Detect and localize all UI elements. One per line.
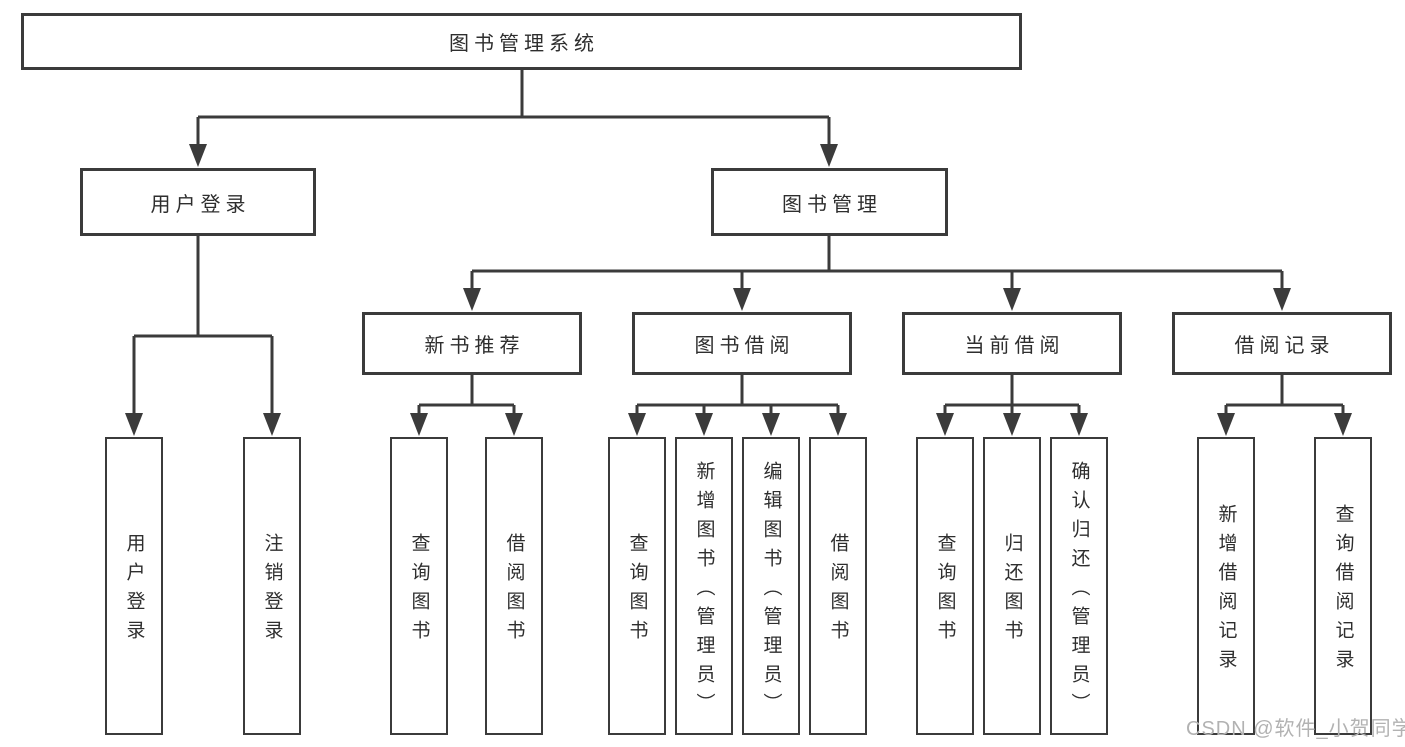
arrowhead-icon xyxy=(829,413,847,436)
leaf-node-query-borrow-record: 查询借阅记录 xyxy=(1314,437,1372,735)
leaf-label: 确认归还（管理员） xyxy=(1068,460,1090,722)
node-label: 图书借阅 xyxy=(694,335,795,357)
arrow-heads xyxy=(125,144,1352,436)
arrowhead-icon xyxy=(733,288,751,311)
leaf-label: 查询图书 xyxy=(934,533,956,649)
leaf-label: 借阅图书 xyxy=(827,533,849,649)
node-book-management: 图书管理 xyxy=(711,168,948,236)
arrowhead-icon xyxy=(762,413,780,436)
leaf-node-query-books-current: 查询图书 xyxy=(916,437,974,735)
node-library-management-system: 图书管理系统 xyxy=(21,13,1022,70)
leaf-node-borrow-books: 借阅图书 xyxy=(809,437,867,735)
node-label: 新书推荐 xyxy=(424,335,525,357)
leaf-node-query-books-recommend: 查询图书 xyxy=(390,437,448,735)
node-label: 用户登录 xyxy=(150,193,251,216)
node-book-borrowing: 图书借阅 xyxy=(632,312,852,375)
arrowhead-icon xyxy=(189,144,207,167)
leaf-node-logout: 注销登录 xyxy=(243,437,301,735)
leaf-node-add-book-admin: 新增图书（管理员） xyxy=(675,437,733,735)
arrowhead-icon xyxy=(1003,288,1021,311)
leaf-label: 用户登录 xyxy=(123,533,145,649)
arrowhead-icon xyxy=(936,413,954,436)
arrowhead-icon xyxy=(1003,413,1021,436)
arrowhead-icon xyxy=(695,413,713,436)
leaf-label: 新增图书（管理员） xyxy=(693,460,715,722)
arrowhead-icon xyxy=(1334,413,1352,436)
arrowhead-icon xyxy=(1273,288,1291,311)
leaf-node-borrow-books-recommend: 借阅图书 xyxy=(485,437,543,735)
leaf-node-confirm-return-admin: 确认归还（管理员） xyxy=(1050,437,1108,735)
leaf-label: 注销登录 xyxy=(261,533,283,649)
leaf-node-user-login: 用户登录 xyxy=(105,437,163,735)
leaf-node-query-books-borrowing: 查询图书 xyxy=(608,437,666,735)
csdn-watermark: CSDN @软件_小贺同学 xyxy=(1186,718,1405,740)
arrowhead-icon xyxy=(628,413,646,436)
leaf-node-return-books: 归还图书 xyxy=(983,437,1041,735)
arrowhead-icon xyxy=(1217,413,1235,436)
leaf-node-add-borrow-record: 新增借阅记录 xyxy=(1197,437,1255,735)
arrowhead-icon xyxy=(125,413,143,436)
connector-path xyxy=(132,69,1345,415)
arrowhead-icon xyxy=(463,288,481,311)
leaf-label: 借阅图书 xyxy=(503,533,525,649)
leaf-label: 查询图书 xyxy=(408,533,430,649)
arrowhead-icon xyxy=(820,144,838,167)
node-label: 借阅记录 xyxy=(1234,335,1335,357)
node-user-login: 用户登录 xyxy=(80,168,316,236)
arrowhead-icon xyxy=(1070,413,1088,436)
arrowhead-icon xyxy=(505,413,523,436)
leaf-label: 查询图书 xyxy=(626,533,648,649)
node-new-book-recommendation: 新书推荐 xyxy=(362,312,582,375)
arrowhead-icon xyxy=(410,413,428,436)
node-borrowing-records: 借阅记录 xyxy=(1172,312,1392,375)
node-current-borrowing: 当前借阅 xyxy=(902,312,1122,375)
leaf-label: 归还图书 xyxy=(1001,533,1023,649)
leaf-label: 编辑图书（管理员） xyxy=(760,460,782,722)
node-label: 当前借阅 xyxy=(964,335,1065,357)
arrowhead-icon xyxy=(263,413,281,436)
leaf-label: 新增借阅记录 xyxy=(1215,504,1237,678)
leaf-node-edit-book-admin: 编辑图书（管理员） xyxy=(742,437,800,735)
node-label: 图书管理系统 xyxy=(449,33,599,55)
node-label: 图书管理 xyxy=(782,193,882,216)
leaf-label: 查询借阅记录 xyxy=(1332,504,1354,678)
